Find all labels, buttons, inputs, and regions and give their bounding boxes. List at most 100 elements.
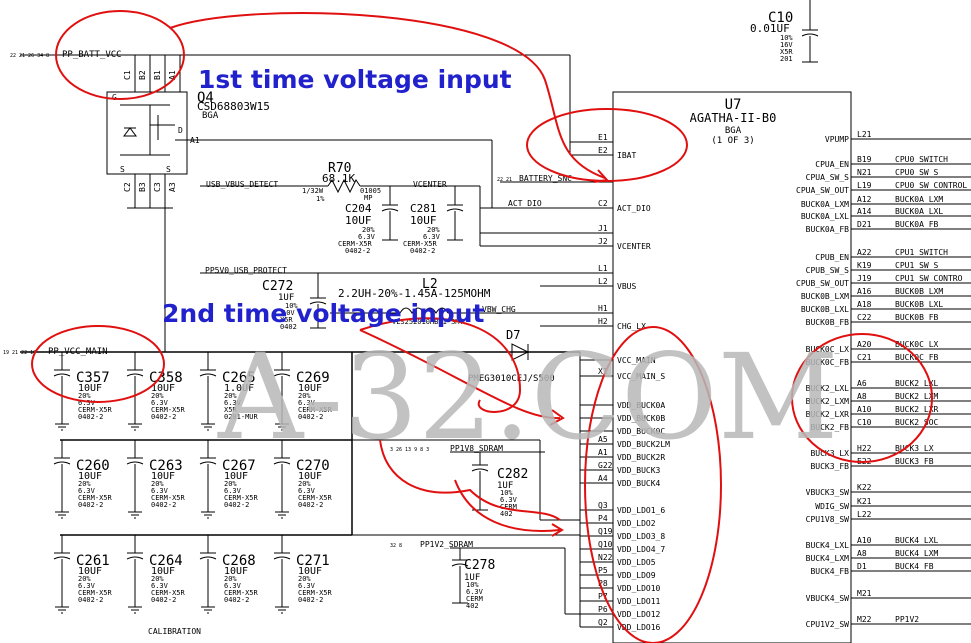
u7-right-net: CPU0_SW_S xyxy=(895,168,939,177)
u7-refdes: U7 xyxy=(725,97,742,113)
u7-right-pin-name: WDIG_SW xyxy=(815,502,849,511)
c278-dielectric: CERM xyxy=(466,595,483,603)
u7-sheet: (1 OF 3) xyxy=(711,136,754,146)
cap-tol: 20% xyxy=(78,392,91,400)
u7-left-pin-name: VCC_MAIN xyxy=(617,356,656,365)
u7-right-pin-name: BUCK0B_LXM xyxy=(801,292,849,301)
u7-right-ball: A6 xyxy=(857,379,867,388)
u7-right-pin-name: BUCK0C_LX xyxy=(806,345,850,354)
u7-right-pin-name: BUCK2_LXL xyxy=(806,384,850,393)
u7-right-ball: L21 xyxy=(857,130,872,139)
u7-right-pin-name: BUCK4_LXM xyxy=(806,554,850,563)
c10-dielectric: X5R xyxy=(780,48,793,56)
c282-volt: 6.3V xyxy=(500,496,518,504)
u7-left-pin-name: ACT_DIO xyxy=(617,204,651,213)
d7-refdes: D7 xyxy=(506,328,520,342)
cap-dielectric: CERM-X5R xyxy=(78,589,113,597)
c282-refdes: C282 xyxy=(497,467,528,482)
pp1v2-sdram-label: PP1V2_SDRAM xyxy=(420,540,473,549)
u7-right-net: CPU0_SW_CONTROL xyxy=(895,181,967,190)
red-annotations xyxy=(31,10,933,643)
u7-left-pin-name: VCC_MAIN_S xyxy=(617,372,665,381)
cap-tol: 20% xyxy=(151,392,164,400)
cap-tol: 20% xyxy=(298,480,311,488)
u7-left-ball: E2 xyxy=(598,146,608,155)
r70-tol: 1% xyxy=(316,195,325,203)
c10-refdes: C10 xyxy=(768,10,793,26)
cap-refdes: C269 xyxy=(296,370,330,386)
u7-left-pin-name: VDD_LDO9 xyxy=(617,571,656,580)
cap-tol: 20% xyxy=(298,392,311,400)
u7-right-ball: K19 xyxy=(857,261,872,270)
u7-left-ball: H1 xyxy=(598,304,608,313)
q4-pin-a3: A3 xyxy=(168,182,177,192)
q4-pin-c1: C1 xyxy=(123,70,132,80)
u7-left-pin-name: VDD_BUCK0A xyxy=(617,401,665,410)
u7-right-pin-name: CPU1V2_SW xyxy=(806,620,850,629)
u7-right-ball: A16 xyxy=(857,287,872,296)
u7-right-ball: A20 xyxy=(857,340,872,349)
u7-left-pin-name: IBAT xyxy=(617,151,636,160)
cap-volt: 6.3V xyxy=(298,487,316,495)
u7-left-ball: P6 xyxy=(598,605,608,614)
u7-right-ball: A10 xyxy=(857,405,872,414)
u7-left-pin-name: VDD_LDO3_8 xyxy=(617,532,665,541)
q4-part: CSD68803W15 xyxy=(197,100,270,113)
c10-value: 0.01UF xyxy=(750,22,790,35)
u7-right-pin-name: BUCK2_LXR xyxy=(806,410,850,419)
u7-right-net: BUCK0B_LXM xyxy=(895,287,943,296)
u7-right-net: BUCK3_LX xyxy=(895,444,934,453)
cap-value: 10UF xyxy=(78,471,102,482)
u7-left-pin-name: VDD_LDO5 xyxy=(617,558,656,567)
u7-right-ball: D1 xyxy=(857,562,867,571)
c272-dielectric: X5R xyxy=(280,316,293,324)
battery-snc-pages: 22 21 xyxy=(497,177,512,183)
arrow-second-input xyxy=(359,317,522,413)
cap-tol: 20% xyxy=(298,575,311,583)
c281-tol: 20% xyxy=(427,226,440,234)
cap-volt: 6.3V xyxy=(151,582,169,590)
q4-s-label: S xyxy=(120,165,125,174)
u7-right-net: BUCK2_LXR xyxy=(895,405,939,414)
q4-pin-c2: C2 xyxy=(123,182,132,192)
chip-u7: U7 AGATHA-II-B0 BGA (1 OF 3) xyxy=(612,91,852,643)
cap-value: 10UF xyxy=(298,566,322,577)
u7-right-net: BUCK4_LXM xyxy=(895,549,939,558)
calibration-label: CALIBRATION xyxy=(148,627,201,636)
inductor-l2-area: PP5V0_USB_PROTECT C272 1UF 10% 10V X5R 0… xyxy=(200,266,613,331)
u7-right-pin-name: CPUB_SW_OUT xyxy=(796,279,849,288)
cap-size: 0402-2 xyxy=(151,501,176,509)
u7-right-pin-name: BUCK3_LX xyxy=(810,449,849,458)
cap-tol: 20% xyxy=(78,575,91,583)
u7-right-ball: K21 xyxy=(857,497,872,506)
u7-right-net: CPU0_SWITCH xyxy=(895,155,948,164)
u7-left-pin-name: VDD_BUCK3 xyxy=(617,466,661,475)
cap-size: 0402-2 xyxy=(298,596,323,604)
u7-right-pin-name: CPUB_SW_S xyxy=(806,266,850,275)
cap-size: 0402-2 xyxy=(78,413,103,421)
cap-dielectric: CERM-X5R xyxy=(298,494,333,502)
q4-s2-label: S xyxy=(166,165,171,174)
u7-right-ball: C10 xyxy=(857,418,872,427)
u7-right-ball: C22 xyxy=(857,313,872,322)
c272-value: 1UF xyxy=(278,293,294,303)
arrow-first-input xyxy=(169,12,606,179)
c281-dielectric: CERM-X5R xyxy=(403,240,438,248)
diode-d7: D7 PMEG3010CEJ/S500 xyxy=(468,328,580,384)
cap-dielectric: CERM-X5R xyxy=(298,589,333,597)
r70-refdes: R70 xyxy=(328,161,351,176)
q4-input-pages: 22 21 26 34 8 xyxy=(10,53,49,59)
cap-value: 10UF xyxy=(151,566,175,577)
cap-value: 10UF xyxy=(78,383,102,394)
q4-d-label: D xyxy=(178,126,183,135)
act-dio-label: ACT_DIO xyxy=(508,199,542,208)
u7-right-ball: A22 xyxy=(857,248,872,257)
c282-value: 1UF xyxy=(497,481,513,491)
u7-left-pin-name: VCENTER xyxy=(617,242,651,251)
cap-size: 0402-2 xyxy=(224,596,249,604)
u7-left-ball: A1 xyxy=(598,448,608,457)
resistor-r70: R70 68.1K 1/32W 1% 01005 MP USB_VBUS_DET… xyxy=(200,161,613,246)
cap-volt: 6.3V xyxy=(78,399,96,407)
